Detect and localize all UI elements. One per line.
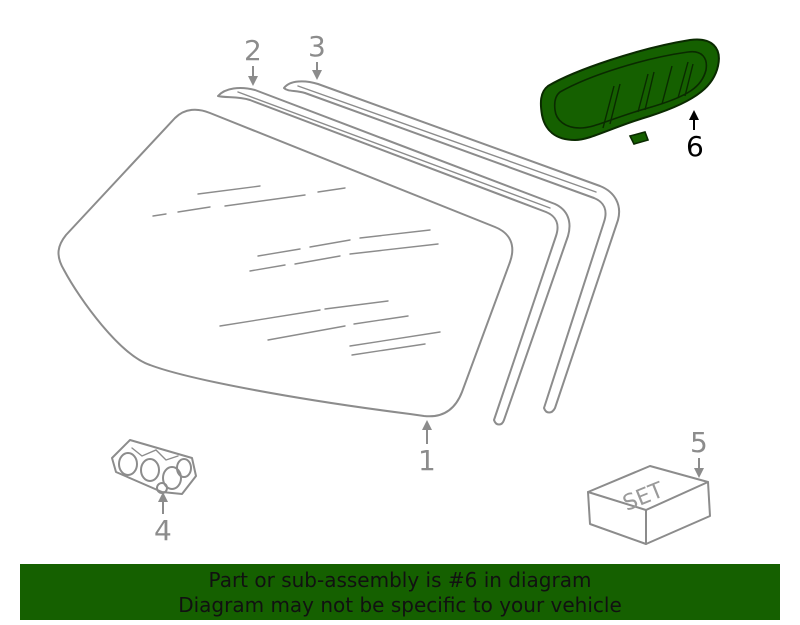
set-box-label: SET	[620, 478, 668, 517]
callout-5: 5	[690, 426, 708, 478]
callout-3-label: 3	[308, 30, 326, 63]
mirror-reflection-lines	[602, 61, 694, 129]
callout-2: 2	[244, 34, 262, 86]
reveal-molding	[283, 80, 620, 414]
callout-6: 6	[686, 110, 704, 163]
windshield-glass	[57, 108, 514, 418]
callout-5-label: 5	[690, 426, 708, 459]
rear-view-mirror	[539, 38, 720, 145]
glass-reflection-lines	[152, 185, 441, 356]
parts-diagram: SET 1 2 3 4	[57, 30, 720, 547]
callout-4-label: 4	[154, 514, 172, 547]
callout-2-label: 2	[244, 34, 262, 67]
callout-4: 4	[154, 492, 172, 547]
highlight-notice-banner: Part or sub-assembly is #6 in diagram Di…	[20, 564, 780, 620]
banner-line-2: Diagram may not be specific to your vehi…	[178, 593, 622, 617]
callout-1: 1	[418, 420, 436, 477]
callout-1-label: 1	[418, 444, 436, 477]
adhesive-set-box: SET	[587, 465, 711, 545]
upper-molding	[217, 87, 571, 426]
mirror-bracket	[111, 439, 197, 495]
callout-6-label: 6	[686, 130, 704, 163]
callout-3: 3	[308, 30, 326, 80]
banner-line-1: Part or sub-assembly is #6 in diagram	[208, 568, 592, 592]
